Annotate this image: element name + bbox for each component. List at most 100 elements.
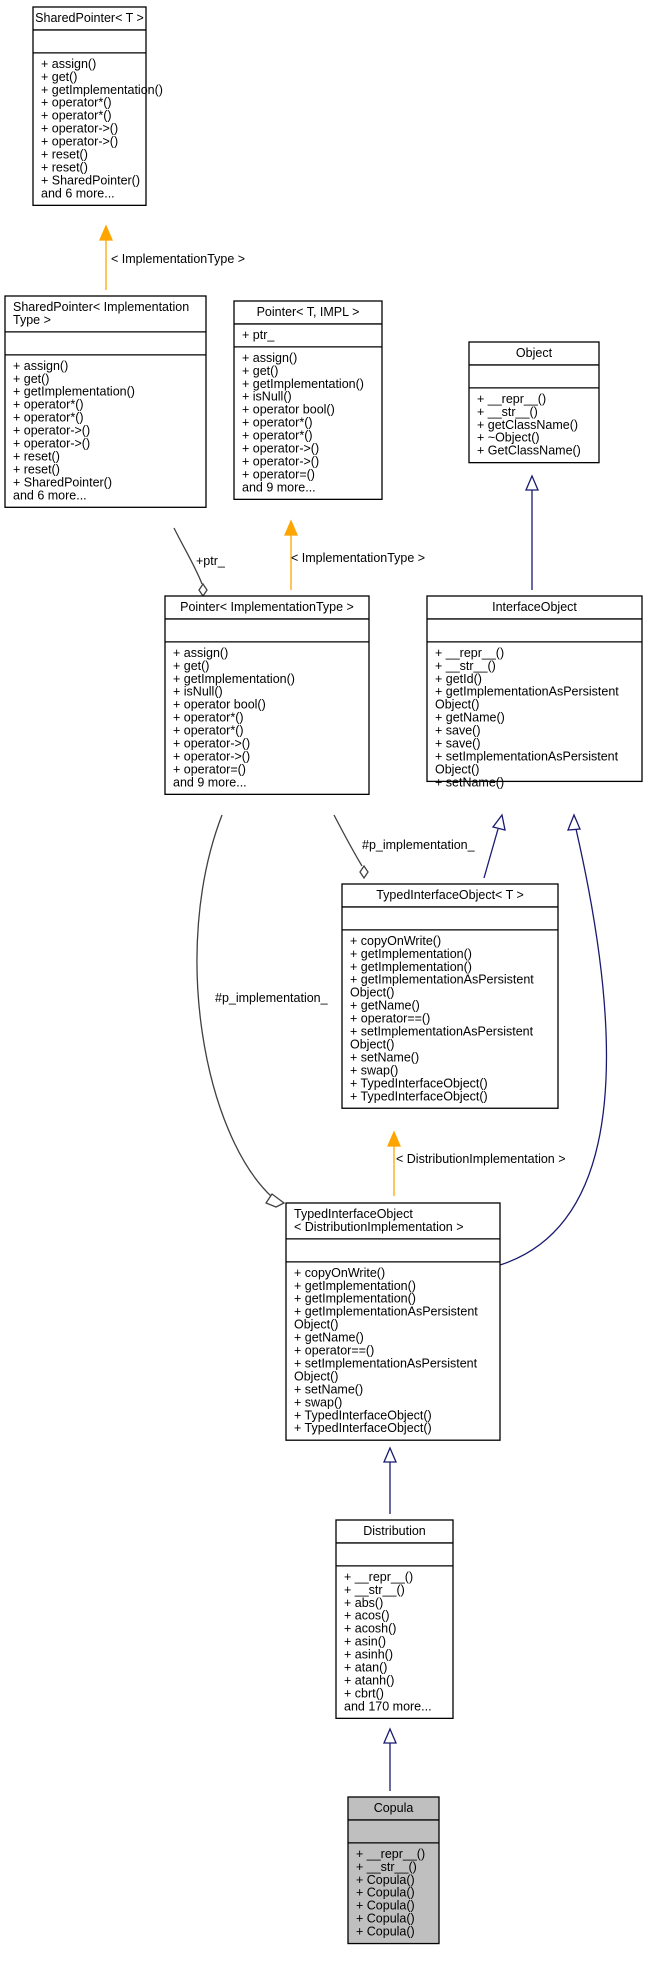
class-method: + GetClassName() — [477, 444, 581, 458]
class-method: and 6 more... — [13, 488, 87, 502]
aggregation-edge-p-implementation-2 — [196, 814, 273, 1198]
edge-label-tio-template: < DistributionImplementation > — [396, 1152, 566, 1166]
class-title-line: TypedInterfaceObject< T > — [376, 888, 524, 902]
inheritance-edge-interfaceobject — [483, 828, 499, 879]
class-method: + operator*() — [13, 411, 84, 425]
class-method: + __repr__() — [477, 392, 546, 406]
class-method: Object() — [294, 1318, 338, 1332]
class-method: + TypedInterfaceObject() — [294, 1421, 432, 1435]
class-method: + getImplementation() — [41, 83, 163, 97]
class-method: and 6 more... — [41, 186, 115, 200]
class-method: Object() — [294, 1369, 338, 1383]
class-title-line: SharedPointer< T > — [35, 11, 144, 25]
class-method: + getImplementation() — [173, 672, 295, 686]
class-box-frame — [341, 883, 559, 1109]
class-method: + __repr__() — [435, 646, 504, 660]
class-method: + getImplementation() — [13, 385, 135, 399]
class-title-line: Type > — [13, 313, 51, 327]
edge-label-sp-template: < ImplementationType > — [111, 252, 245, 266]
class-method: Object() — [350, 1037, 394, 1051]
class-box-tio-t[interactable]: TypedInterfaceObject< T >+ copyOnWrite()… — [341, 883, 559, 1109]
class-method: + getImplementation() — [294, 1279, 416, 1293]
class-method: + getName() — [435, 711, 505, 725]
class-box-frame — [426, 595, 643, 783]
class-title-line: Copula — [374, 1801, 414, 1815]
class-box-frame — [285, 1202, 501, 1441]
class-method: + setName() — [294, 1382, 363, 1396]
class-box-ptr-t-impl[interactable]: Pointer< T, IMPL > + ptr_ + assign()+ get(… — [233, 300, 383, 501]
class-method: + assign() — [242, 351, 297, 365]
template-arrowhead — [387, 1130, 401, 1147]
class-method: + save() — [435, 737, 481, 751]
inheritance-arrowhead — [491, 813, 506, 831]
class-box-copula[interactable]: Copula+ __repr__()+ __str__()+ Copula()+… — [347, 1796, 440, 1945]
class-box-iface[interactable]: InterfaceObject+ __repr__()+ __str__()+ … — [426, 595, 643, 789]
edge-label-ptr-member: +ptr_ — [196, 554, 226, 568]
aggregation-diamond — [265, 1193, 286, 1208]
class-box-frame — [32, 6, 147, 207]
class-method: + Copula() — [356, 1899, 415, 1913]
class-method: + get() — [242, 364, 278, 378]
class-method: + operator->() — [242, 454, 319, 468]
class-method: + operator bool() — [242, 403, 335, 417]
class-title-line: < DistributionImplementation > — [294, 1220, 464, 1234]
aggregation-diamond — [198, 582, 208, 598]
class-method: + reset() — [13, 449, 60, 463]
class-box-ptr-impl[interactable]: Pointer< ImplementationType > + assign() +… — [164, 595, 370, 796]
class-box-sp-impl[interactable]: SharedPointer< ImplementationType >+ ass… — [4, 295, 207, 508]
class-method: + operator->() — [173, 749, 250, 763]
class-method: + setImplementationAsPersistent — [294, 1356, 478, 1370]
class-method: + setImplementationAsPersistent — [350, 1025, 534, 1039]
class-method: + __str__() — [477, 405, 538, 419]
class-box-frame — [347, 1796, 440, 1945]
class-method: + __str__() — [344, 1583, 405, 1597]
class-box-tio-dist[interactable]: TypedInterfaceObject< DistributionImplem… — [285, 1202, 501, 1441]
class-box-frame — [164, 595, 370, 796]
class-box-frame — [335, 1519, 454, 1720]
class-method: Object() — [435, 698, 479, 712]
class-method: + swap() — [350, 1063, 398, 1077]
class-title-line: Pointer< ImplementationType > — [180, 600, 354, 614]
aggregation-edge-p-implementation — [333, 814, 363, 867]
class-method: + TypedInterfaceObject() — [350, 1076, 488, 1090]
class-method: + atan() — [344, 1661, 387, 1675]
class-method: + SharedPointer() — [41, 173, 140, 187]
class-box-frame — [4, 295, 207, 508]
class-method: + operator==() — [350, 1012, 430, 1026]
class-method: + setImplementationAsPersistent — [435, 749, 619, 763]
class-method: + operator*() — [173, 711, 244, 725]
class-box-sp-t[interactable]: SharedPointer< T >+ assign()+ get()+ get… — [32, 6, 163, 207]
class-method: + operator*() — [13, 398, 84, 412]
class-box-distribution[interactable]: Distribution+ __repr__()+ __str__()+ abs… — [335, 1519, 454, 1720]
edge-label-p-impl-2: #p_implementation_ — [215, 991, 329, 1005]
aggregation-diamond — [359, 864, 369, 880]
class-method: + asin() — [344, 1635, 386, 1649]
class-method: + getImplementationAsPersistent — [350, 973, 534, 987]
class-method: + abs() — [344, 1596, 383, 1610]
class-method: and 9 more... — [173, 775, 247, 789]
class-method: + reset() — [13, 462, 60, 476]
class-method: + getImplementation() — [294, 1292, 416, 1306]
class-method: + assign() — [173, 646, 228, 660]
class-method: + operator->() — [173, 737, 250, 751]
class-title-line: Object — [516, 346, 553, 360]
class-method: + isNull() — [173, 685, 223, 699]
class-box-object[interactable]: Object+ __repr__()+ __str__()+ getClassN… — [468, 341, 600, 464]
class-box-frame — [468, 341, 600, 464]
class-method: + assign() — [41, 57, 96, 71]
class-method: + __str__() — [356, 1860, 417, 1874]
template-arrowhead — [284, 519, 298, 536]
class-method: Object() — [435, 762, 479, 776]
class-method: + Copula() — [356, 1886, 415, 1900]
class-method: + asinh() — [344, 1648, 393, 1662]
class-method: + operator==() — [294, 1344, 374, 1358]
class-method: + operator->() — [13, 424, 90, 438]
class-method: + getImplementation() — [242, 377, 364, 391]
class-attribute: + ptr_ — [242, 328, 275, 342]
class-method: + getId() — [435, 672, 482, 686]
class-title-line: Pointer< T, IMPL > — [257, 305, 360, 319]
edge-label-p-impl-1: #p_implementation_ — [362, 838, 476, 852]
class-method: + getName() — [350, 999, 420, 1013]
class-box-frame — [233, 300, 383, 501]
